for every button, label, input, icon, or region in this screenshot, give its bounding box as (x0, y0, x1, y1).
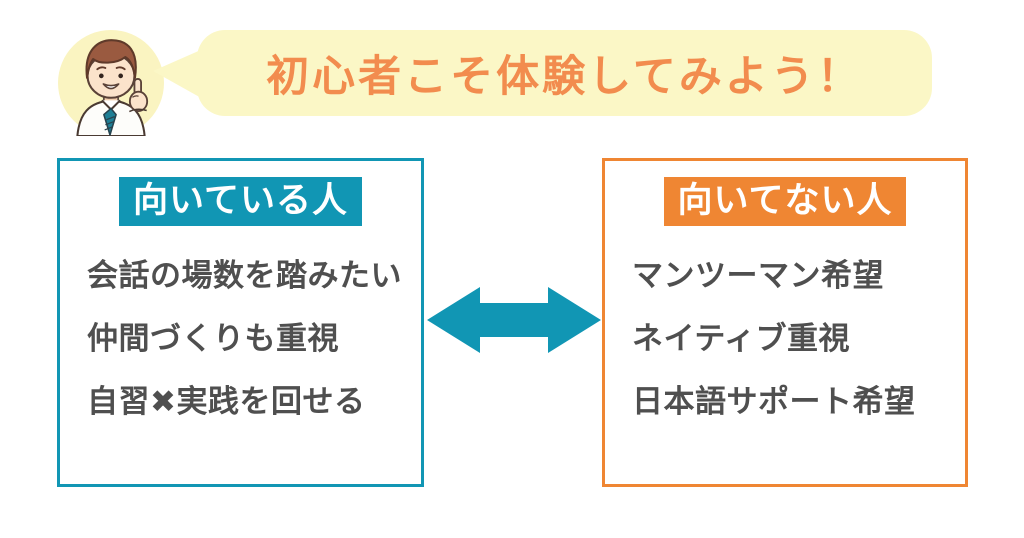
suited-people-list: 会話の場数を踏みたい 仲間づくりも重視 自習✖実践を回せる (60, 244, 421, 433)
list-item: 会話の場数を踏みたい (87, 258, 402, 293)
suited-people-header-wrap: 向いている人 (60, 177, 421, 226)
list-item: 自習✖実践を回せる (87, 384, 366, 419)
list-item: 仲間づくりも重視 (87, 321, 339, 356)
list-item: ネイティブ重視 (632, 321, 851, 356)
not-suited-people-header-wrap: 向いてない人 (605, 177, 965, 226)
list-item: 日本語サポート希望 (632, 384, 916, 419)
speech-bubble-tail (153, 49, 203, 99)
not-suited-people-list: マンツーマン希望 ネイティブ重視 日本語サポート希望 (605, 244, 965, 433)
not-suited-people-title: 向いてない人 (663, 177, 907, 226)
avatar-illustration (58, 30, 164, 138)
double-arrow-icon (427, 285, 601, 355)
not-suited-people-box: 向いてない人 マンツーマン希望 ネイティブ重視 日本語サポート希望 (602, 158, 968, 487)
list-item: マンツーマン希望 (632, 258, 884, 293)
man-pointing-avatar (58, 30, 164, 138)
suited-people-title: 向いている人 (119, 177, 362, 226)
speech-bubble: 初心者こそ体験してみよう！ (153, 30, 932, 116)
suited-people-box: 向いている人 会話の場数を踏みたい 仲間づくりも重視 自習✖実践を回せる (57, 158, 424, 487)
headline-text: 初心者こそ体験してみよう！ (266, 53, 863, 101)
